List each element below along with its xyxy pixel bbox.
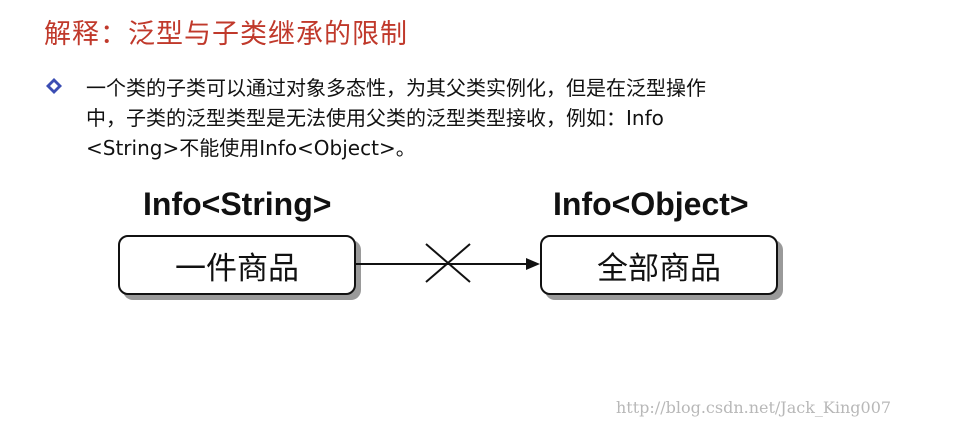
explanation-paragraph: 一个类的子类可以通过对象多态性，为其父类实例化，但是在泛型操作 中，子类的泛型类… <box>86 73 856 163</box>
arrow-head <box>526 258 540 270</box>
blocked-assignment-arrow <box>354 243 540 283</box>
left-node-box: 一件商品 <box>118 235 356 295</box>
slide-title: 解释：泛型与子类继承的限制 <box>44 19 408 50</box>
paragraph-line: 中，子类的泛型类型是无法使用父类的泛型类型接收，例如：Info <box>86 106 664 130</box>
paragraph-line: <String>不能使用Info<Object>。 <box>86 136 416 160</box>
right-type-label: Info<Object> <box>553 186 749 222</box>
diamond-bullet-icon <box>46 78 62 94</box>
cross-mark-icon <box>425 243 471 283</box>
watermark-url: http://blog.csdn.net/Jack_King007 <box>616 398 892 417</box>
right-node-text: 全部商品 <box>597 250 721 287</box>
paragraph-line: 一个类的子类可以通过对象多态性，为其父类实例化，但是在泛型操作 <box>86 76 706 100</box>
left-type-label: Info<String> <box>143 186 332 222</box>
left-node-text: 一件商品 <box>175 250 299 287</box>
right-node-box: 全部商品 <box>540 235 778 295</box>
